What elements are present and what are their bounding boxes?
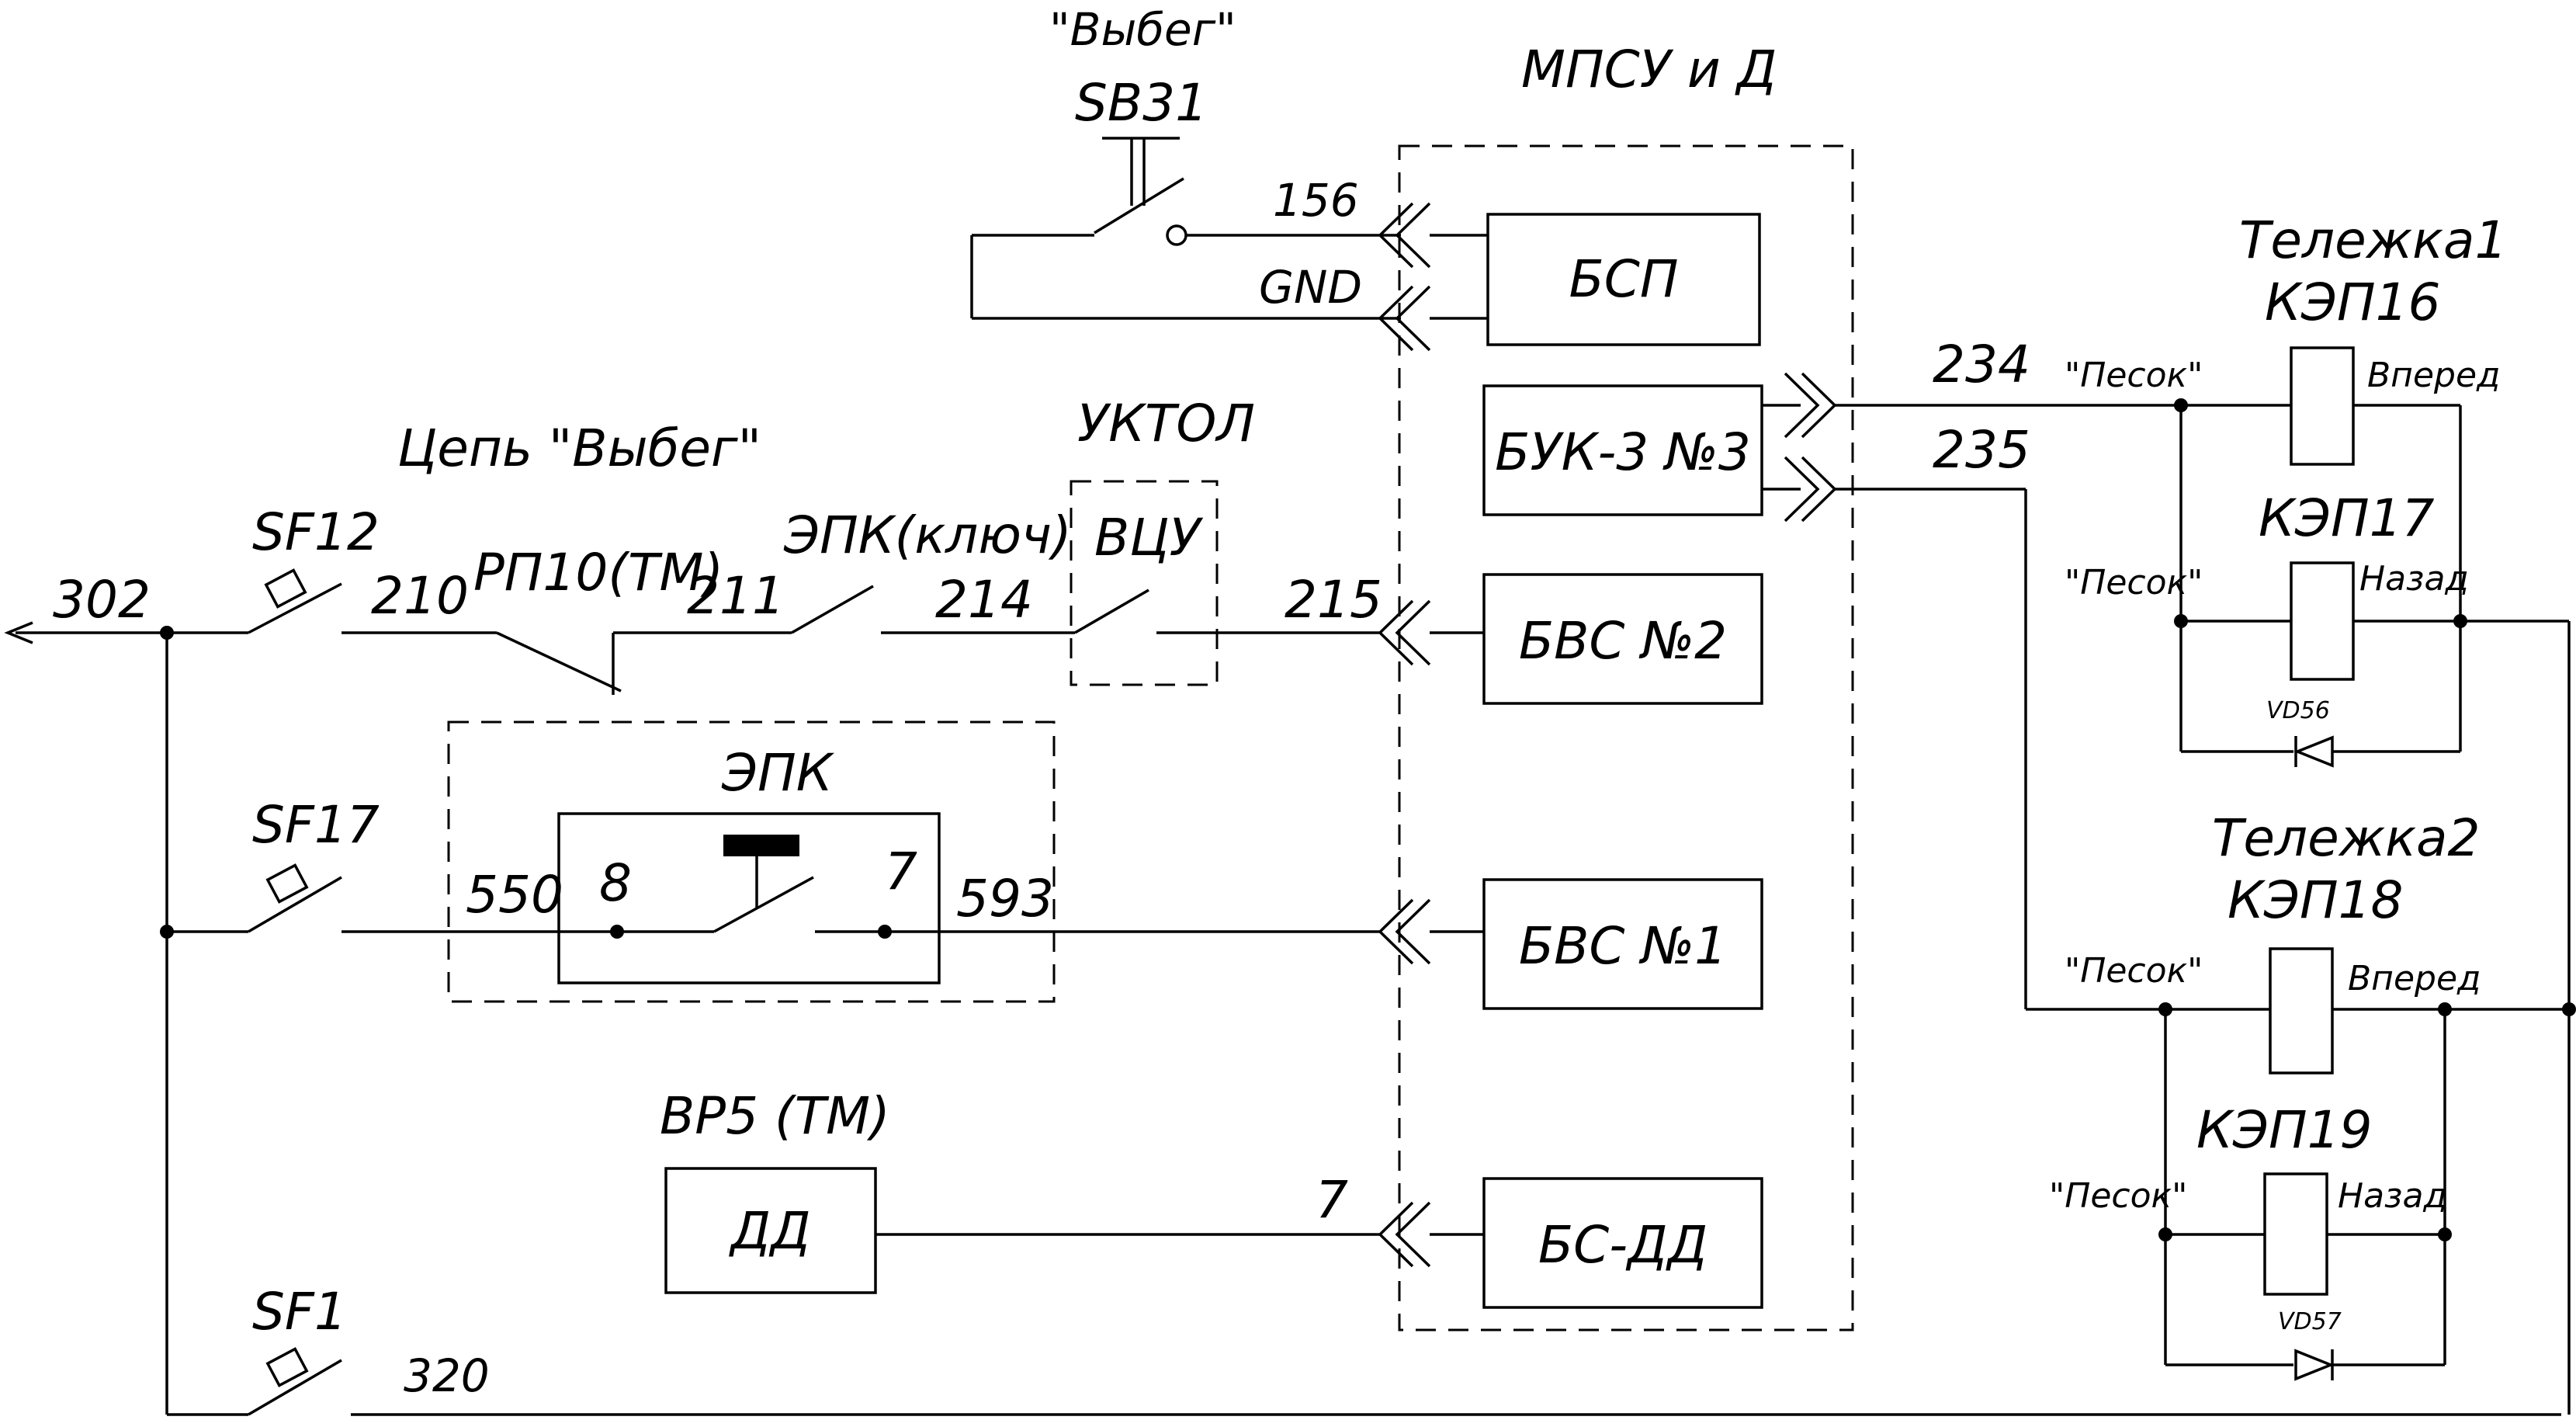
block-bsdd-label: БС-ДД bbox=[1538, 1215, 1708, 1275]
epk-contact bbox=[559, 835, 1382, 939]
sf1-breaker bbox=[248, 1347, 2561, 1416]
sf17-label: SF17 bbox=[252, 795, 380, 855]
epk-key-label: ЭПК(ключ) bbox=[783, 505, 1072, 565]
epk-pin7-label: 7 bbox=[885, 842, 917, 901]
connector-156 bbox=[1378, 202, 1488, 269]
sb31-name: "Выбег" bbox=[1049, 3, 1236, 56]
bogie2-wiring bbox=[2158, 1002, 2576, 1366]
connector-215 bbox=[1378, 599, 1484, 666]
wire-215-label: 215 bbox=[1285, 570, 1382, 630]
wire-211-label: 211 bbox=[687, 566, 785, 626]
bogie1-coil-b bbox=[2290, 561, 2355, 681]
wire-gnd-label: GND bbox=[1259, 261, 1362, 314]
epk-key-contact bbox=[791, 585, 1075, 634]
block-bvs2-label: БВС №2 bbox=[1519, 611, 1727, 671]
uktol-label: УКТОЛ bbox=[1077, 394, 1255, 453]
connector-7 bbox=[1378, 1201, 1484, 1268]
connector-gnd bbox=[1378, 285, 1488, 352]
wire-302-label: 302 bbox=[53, 570, 151, 630]
wire-235-label: 235 bbox=[1933, 420, 2030, 480]
wire-320-label: 320 bbox=[404, 1349, 490, 1402]
dd-label: ДД bbox=[728, 1201, 810, 1261]
block-bsp bbox=[1486, 213, 1761, 346]
wire-7-label: 7 bbox=[1316, 1170, 1348, 1230]
bogie1-sand-a-label: "Песок" bbox=[2065, 356, 2203, 395]
bogie1-coil-a bbox=[2290, 346, 2355, 466]
epk-title: ЭПК bbox=[721, 743, 835, 803]
wire-234-label: 234 bbox=[1933, 335, 2030, 394]
epk-enclosure bbox=[447, 720, 1056, 1003]
rp10-label: РП10(ТМ) bbox=[473, 543, 723, 602]
connector-234 bbox=[1762, 372, 2181, 439]
sb31-switch bbox=[970, 137, 1401, 320]
bogie2-sand-a-label: "Песок" bbox=[2065, 951, 2203, 991]
block-bvs2 bbox=[1482, 573, 1763, 705]
bogie1-coil-a-label: КЭП16 bbox=[2265, 273, 2441, 332]
bogie2-title: Тележка2 bbox=[2212, 808, 2480, 868]
mpsu-title: МПСУ и Д bbox=[1521, 40, 1777, 99]
rp10-contact bbox=[496, 631, 792, 695]
bogie1-wiring bbox=[2174, 398, 2571, 1415]
block-bsdd bbox=[1482, 1177, 1763, 1309]
sf17-breaker bbox=[167, 863, 559, 933]
bogie1-diode-label: VD56 bbox=[2266, 697, 2330, 724]
bogie1-diode-icon bbox=[2293, 735, 2334, 768]
wire-210-label: 210 bbox=[371, 566, 469, 626]
dd-box bbox=[664, 1167, 877, 1294]
bogie2-coil-a bbox=[2269, 947, 2334, 1075]
mpsu-enclosure bbox=[1398, 144, 1854, 1331]
bogie2-back-label: Назад bbox=[2338, 1176, 2447, 1216]
bogie2-coil-b-label: КЭП19 bbox=[2196, 1100, 2373, 1160]
vcu-label: ВЦУ bbox=[1094, 508, 1204, 568]
bogie2-coil-a-label: КЭП18 bbox=[2228, 870, 2404, 930]
bogie1-title: Тележка1 bbox=[2239, 210, 2507, 270]
bogie2-diode-label: VD57 bbox=[2278, 1308, 2342, 1335]
bogie2-coil-b bbox=[2263, 1172, 2328, 1296]
block-buk3 bbox=[1482, 384, 1763, 516]
sf1-label: SF1 bbox=[252, 1282, 347, 1342]
sf12-breaker bbox=[248, 568, 497, 634]
block-bvs1 bbox=[1482, 878, 1763, 1010]
sb31-label: SB31 bbox=[1075, 73, 1208, 133]
wire-593-label: 593 bbox=[956, 869, 1054, 929]
wire-550-label: 550 bbox=[466, 865, 563, 925]
vcu-contact bbox=[1074, 588, 1382, 634]
epk-pin8-label: 8 bbox=[599, 853, 632, 913]
bogie1-coil-b-label: КЭП17 bbox=[2259, 488, 2435, 548]
wire-156-label: 156 bbox=[1273, 174, 1359, 227]
block-buk3-label: БУК-3 №3 bbox=[1495, 422, 1751, 482]
dd-title: ВР5 (ТМ) bbox=[660, 1086, 890, 1146]
wire-214-label: 214 bbox=[935, 570, 1033, 630]
bogie2-fwd-label: Вперед bbox=[2348, 959, 2481, 998]
block-bsp-label: БСП bbox=[1569, 249, 1679, 309]
uktol-enclosure bbox=[1070, 480, 1219, 686]
block-bvs1-label: БВС №1 bbox=[1519, 916, 1727, 976]
bogie2-diode-icon bbox=[2294, 1349, 2335, 1381]
connector-235 bbox=[1762, 456, 2173, 1011]
connector-593 bbox=[1378, 898, 1484, 965]
sf12-label: SF12 bbox=[252, 502, 380, 562]
circuit-label: Цепь "Выбег" bbox=[397, 418, 761, 478]
left-bus bbox=[4, 621, 248, 1416]
bogie1-fwd-label: Вперед bbox=[2367, 356, 2500, 395]
bogie1-back-label: Назад bbox=[2359, 559, 2469, 599]
